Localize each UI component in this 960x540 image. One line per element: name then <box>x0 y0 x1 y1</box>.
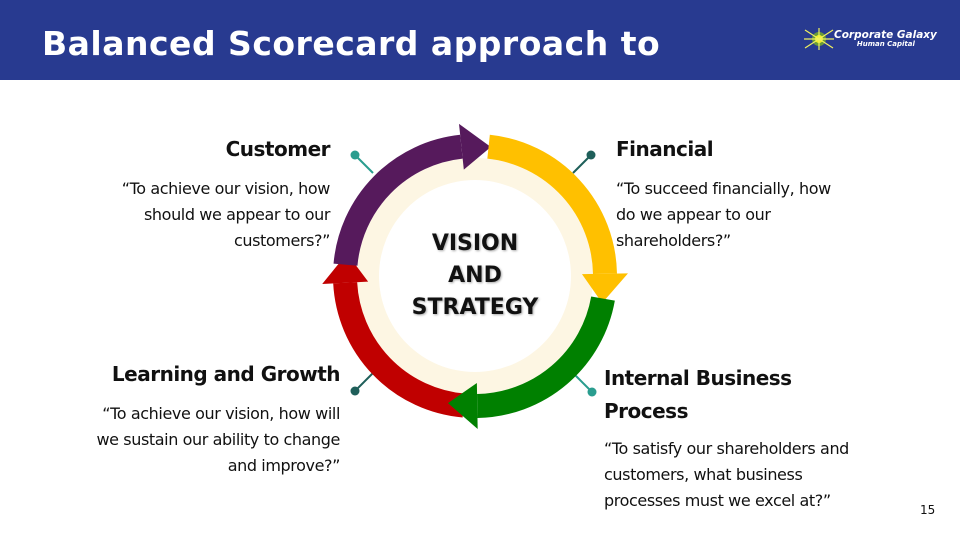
slide-title: Balanced Scorecard approach to <box>42 24 661 63</box>
center-disc <box>379 180 571 372</box>
header-bar: Balanced Scorecard approach to Corporate… <box>0 0 960 80</box>
internal-arrowhead <box>447 382 478 429</box>
customer-question: “To achieve our vision, how should we ap… <box>121 179 331 250</box>
financial-title: Financial <box>616 137 714 161</box>
internal-question: “To satisfy our shareholders and custome… <box>604 439 849 510</box>
logo-name: Corporate Galaxy <box>834 29 937 42</box>
learning-title: Learning and Growth <box>111 362 341 386</box>
company-logo: Corporate Galaxy Human Capital <box>804 28 937 50</box>
center-line-2: AND <box>448 263 502 288</box>
center-line-1: VISION <box>431 231 519 256</box>
page-number: 15 <box>920 503 936 517</box>
customer-title: Customer <box>225 137 331 161</box>
connectors <box>350 150 597 397</box>
financial-arrowhead <box>581 273 628 304</box>
learning-question: “To achieve our vision, how will we sust… <box>96 404 340 475</box>
center-line-3: STRATEGY <box>411 295 539 320</box>
learning-arrow-arc <box>333 281 465 418</box>
financial-arrow-arc <box>487 134 617 275</box>
star-burst-icon <box>804 28 834 50</box>
logo-subtitle: Human Capital <box>856 39 915 48</box>
internal-arrow-arc <box>476 296 615 418</box>
customer-arrowhead <box>459 123 491 170</box>
learning-arrowhead <box>322 253 369 285</box>
center-label: VISION AND STRATEGY <box>395 228 555 324</box>
customer-arrow-arc <box>333 134 463 266</box>
financial-question: “To succeed financially, how do we appea… <box>616 179 831 250</box>
internal-title: Internal Business Process <box>604 366 792 423</box>
